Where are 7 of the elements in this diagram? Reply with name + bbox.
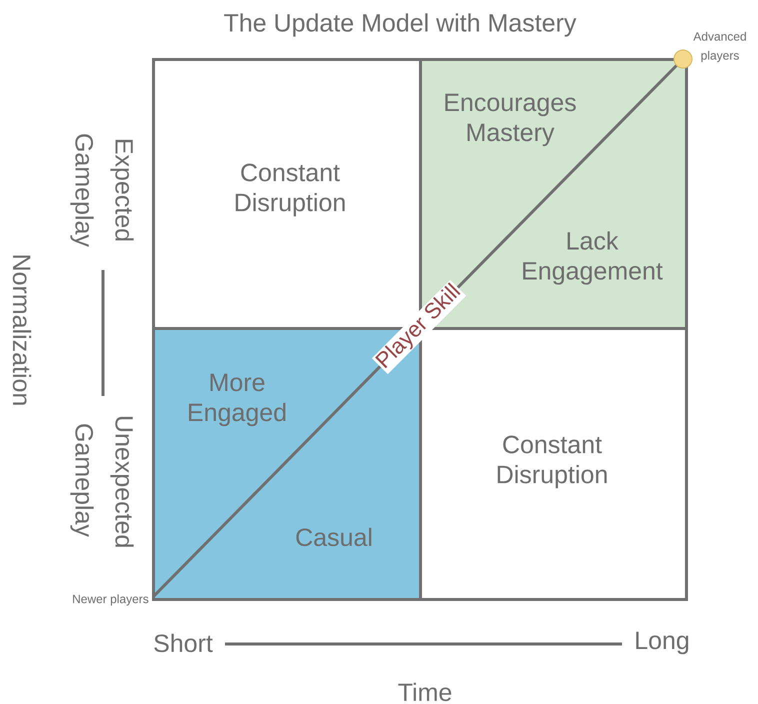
- endpoint-label: Advanced players: [693, 32, 746, 62]
- endpoint-label: Newer players: [73, 594, 148, 606]
- axis-label: Time: [398, 682, 452, 702]
- axis-label: Short: [154, 634, 213, 652]
- axis-label: Normalization: [12, 256, 32, 405]
- title: The Update Model with Mastery: [224, 13, 576, 37]
- axis-label: Long: [636, 632, 688, 654]
